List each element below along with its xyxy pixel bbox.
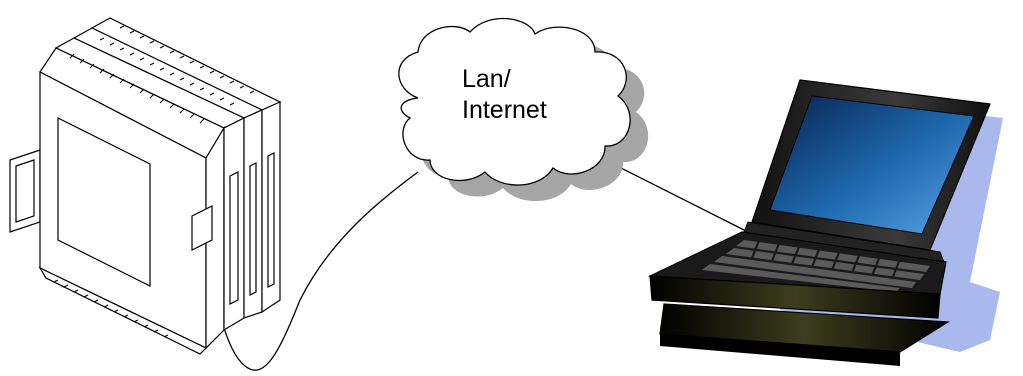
cloud-label-line-1: Lan/ — [462, 65, 511, 93]
rack-vents — [53, 25, 255, 338]
cloud-shape — [398, 17, 631, 186]
cloud-icon — [398, 17, 649, 202]
laptop-screen — [769, 95, 975, 235]
cloud-label-line-2: Internet — [462, 96, 547, 124]
cloud-label: Lan/ Internet — [462, 64, 547, 126]
cloud-to-laptop-line — [616, 165, 749, 233]
io-module-rack-icon — [9, 17, 282, 355]
laptop-icon — [647, 79, 1003, 366]
